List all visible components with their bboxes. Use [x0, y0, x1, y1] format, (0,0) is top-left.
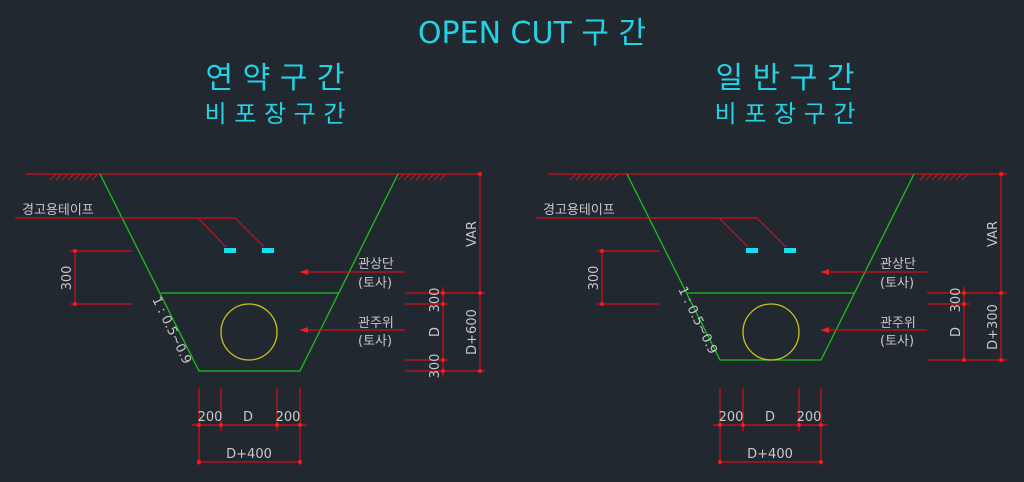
section-general: 일 반 구 간 비 포 장 구 간 경고용테이프 300 1 : 0.5~0.9…: [536, 61, 1007, 465]
dim-text: D: [428, 327, 443, 337]
right-dims: [927, 174, 1007, 361]
tape-leader: [536, 217, 787, 248]
width-text: D+400: [226, 447, 272, 462]
ground-hatch: [49, 173, 447, 181]
pipe-top-label: 관상단: [880, 257, 916, 272]
warning-tape: [784, 248, 796, 253]
dim-text: 300: [587, 266, 602, 291]
pipe-top-material: (토사): [880, 276, 914, 291]
slope-text: 1 : 0.5~0.9: [148, 294, 194, 366]
tape-label: 경고용테이프: [543, 203, 615, 218]
depth-text: D+300: [986, 304, 1001, 350]
var-text: VAR: [465, 221, 480, 247]
ground-hatch: [569, 173, 969, 181]
dim-text: D: [765, 410, 775, 425]
pipe-side-label: 관주위: [358, 316, 394, 331]
arrow-leaders: [300, 271, 405, 331]
dim-text: 200: [198, 410, 223, 425]
dim-text: 300: [428, 288, 443, 313]
section-subheading: 비 포 장 구 간: [205, 100, 346, 128]
dim-text: 200: [276, 410, 301, 425]
dim-text: D: [243, 410, 253, 425]
dim-text: 300: [428, 354, 443, 379]
arrow-leaders: [821, 271, 927, 331]
var-text: VAR: [986, 221, 1001, 247]
section-heading: 일 반 구 간: [715, 61, 854, 96]
depth-text: D+600: [465, 309, 480, 355]
warning-tape: [224, 248, 236, 253]
slope-text: 1 : 0.5~0.9: [674, 284, 720, 356]
pipe-top-label: 관상단: [358, 257, 394, 272]
warning-tape: [746, 248, 758, 253]
pipe-side-label: 관주위: [880, 316, 916, 331]
section-soft-ground: 연 약 구 간 비 포 장 구 간 경고용테이프 300 1 : 0.5~0.9…: [15, 61, 485, 465]
width-text: D+400: [747, 447, 793, 462]
tape-label: 경고용테이프: [22, 203, 94, 218]
dim-300: [597, 250, 659, 305]
dim-text: 200: [719, 410, 744, 425]
trench-outline: [626, 173, 915, 361]
tape-leader: [15, 217, 265, 248]
section-heading: 연 약 구 간: [205, 61, 344, 96]
pipe-circle: [742, 303, 800, 361]
drawing-title: OPEN CUT 구 간: [418, 16, 646, 51]
pipe-side-material: (토사): [358, 334, 392, 349]
dim-text: 300: [60, 266, 75, 291]
dim-300: [70, 250, 132, 305]
pipe-top-material: (토사): [358, 276, 392, 291]
pipe-circle: [220, 303, 278, 361]
dim-text: 300: [949, 288, 964, 313]
section-subheading: 비 포 장 구 간: [715, 100, 856, 128]
dim-text: D: [949, 327, 964, 337]
dim-text: 200: [797, 410, 822, 425]
warning-tape: [262, 248, 274, 253]
pipe-side-material: (토사): [880, 334, 914, 349]
